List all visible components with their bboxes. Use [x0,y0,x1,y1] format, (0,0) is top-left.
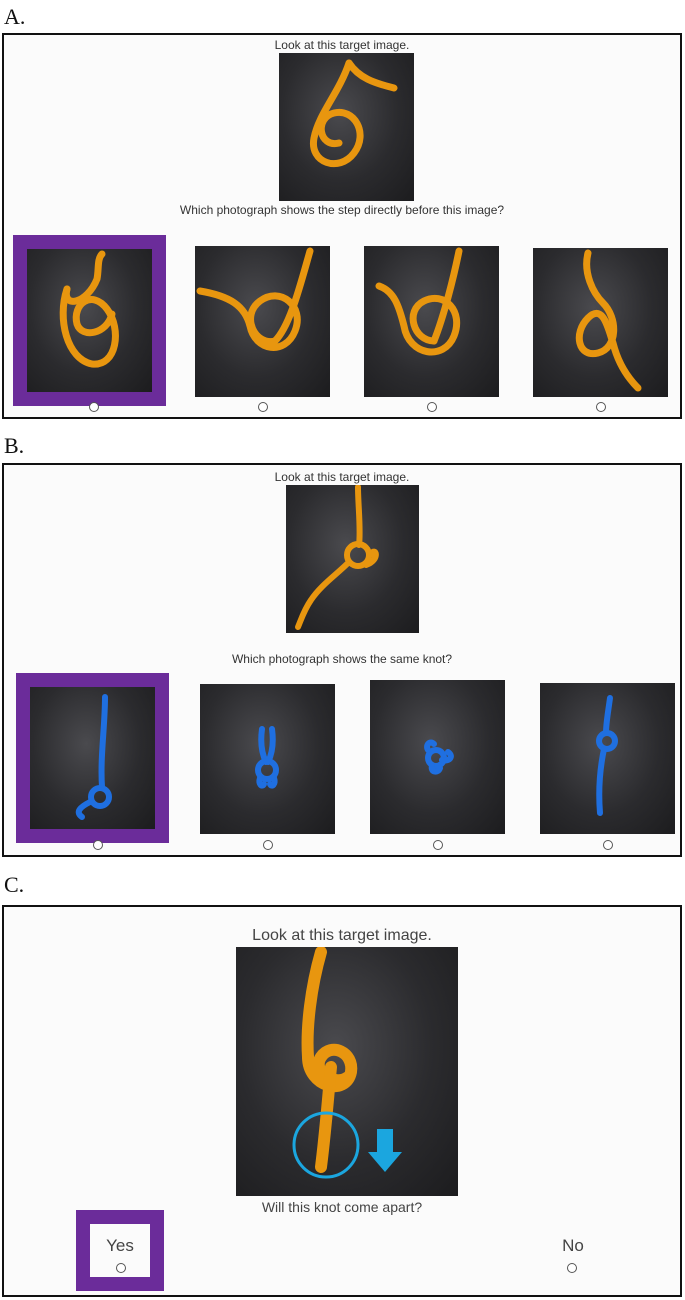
target-prompt: Look at this target image. [252,927,432,944]
panel-a-label: A. [4,4,26,29]
radio-choice-3[interactable] [433,840,443,850]
choice-image-2[interactable] [195,246,330,397]
choice-image-3[interactable] [364,246,499,397]
radio-choice-4[interactable] [603,840,613,850]
choice-image-4[interactable] [533,248,668,397]
circle-highlight [292,1111,360,1179]
radio-choice-1[interactable] [93,840,103,850]
panel-b: Look at this target image. Which photogr… [2,463,682,857]
target-image [279,53,414,201]
panel-c-label: C. [4,872,25,897]
target-image [236,947,458,1196]
radio-choice-4[interactable] [596,402,606,412]
question: Which photograph shows the same knot? [231,652,453,666]
radio-option-yes[interactable] [116,1263,126,1273]
panel-b-label: B. [4,433,25,458]
radio-option-no[interactable] [567,1263,577,1273]
choice-image-4[interactable] [540,683,675,834]
option-no-label[interactable]: No [562,1236,584,1255]
selected-choice-frame [13,235,166,406]
choice-image-2[interactable] [200,684,335,834]
option-yes-label[interactable]: Yes [106,1236,134,1255]
radio-choice-2[interactable] [263,840,273,850]
choice-image-1[interactable] [27,249,152,392]
panel-c: Look at this target image. Will this kno… [2,905,682,1297]
selected-choice-frame [16,673,169,843]
target-prompt: Look at this target image. [274,38,410,52]
question: Will this knot come apart? [261,1199,423,1215]
choice-image-3[interactable] [370,680,505,834]
question: Which photograph shows the step directly… [179,203,505,217]
radio-choice-2[interactable] [258,402,268,412]
down-arrow-icon [368,1129,402,1172]
target-image [286,485,419,633]
target-prompt: Look at this target image. [274,470,410,484]
choice-image-1[interactable] [30,687,155,829]
panel-a: Look at this target image. Which photogr… [2,33,682,419]
radio-choice-3[interactable] [427,402,437,412]
selected-option-frame [76,1210,164,1291]
radio-choice-1[interactable] [89,402,99,412]
